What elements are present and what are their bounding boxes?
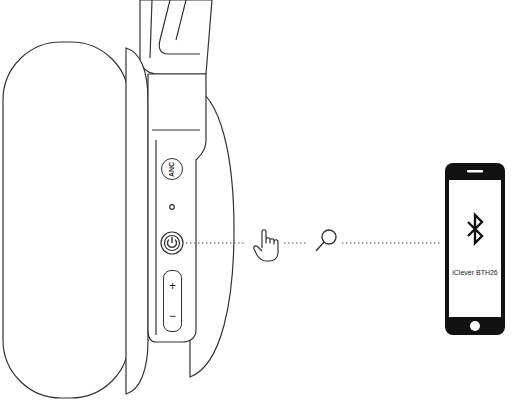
headband-seam	[150, 0, 152, 58]
node-text: iClever BTH26	[452, 269, 498, 276]
search-icon	[316, 230, 336, 251]
cup-housing	[148, 74, 206, 342]
anc-button: ANC	[161, 158, 183, 180]
power-button-ring	[165, 236, 180, 251]
phone-home-button	[470, 321, 480, 331]
led-indicator	[170, 205, 175, 210]
cup-ring	[126, 48, 148, 394]
dotted-line	[284, 243, 308, 244]
node-text: +	[169, 280, 176, 292]
housing-seam	[155, 140, 156, 335]
headband-seam	[159, 0, 200, 54]
power-button	[161, 232, 183, 254]
phone-screen	[449, 180, 501, 317]
dotted-line	[342, 243, 440, 244]
phone-body	[445, 163, 505, 335]
phone-speaker	[467, 170, 483, 173]
dotted-line	[186, 243, 246, 244]
headband	[140, 0, 212, 74]
bluetooth-symbol	[468, 215, 482, 243]
tap-hand-icon	[254, 230, 278, 261]
headband-seam	[176, 0, 186, 40]
ear-cushion	[3, 42, 129, 398]
node-text: −	[169, 310, 176, 322]
node-text: ANC	[168, 161, 175, 176]
volume-rocker: +−	[163, 270, 182, 332]
power-symbol	[168, 237, 177, 247]
phone-screen-label: iClever BTH26	[449, 262, 501, 282]
housing-seam	[152, 129, 200, 130]
